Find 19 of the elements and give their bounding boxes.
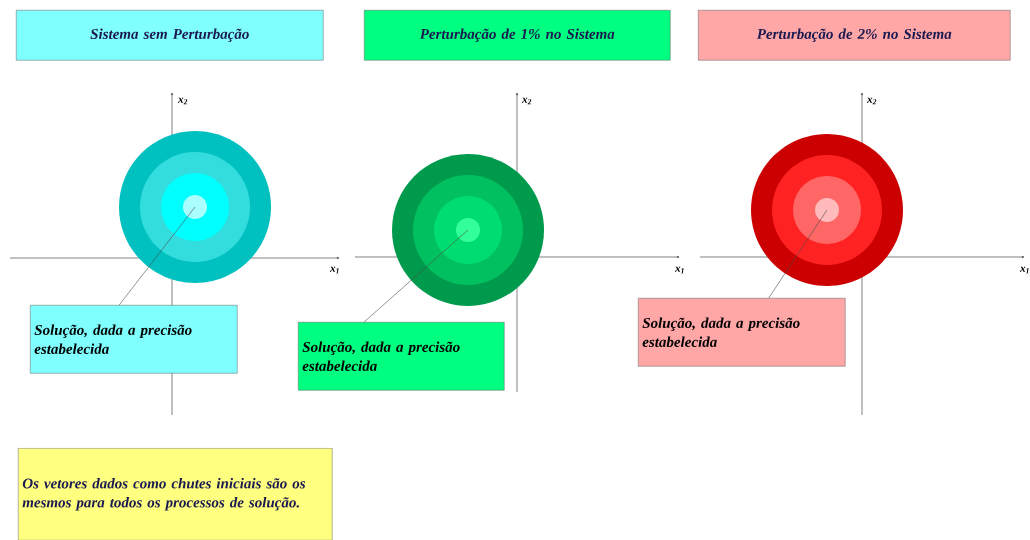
target-center (456, 218, 480, 242)
axis-label: x$_{1}$ (674, 266, 684, 274)
leader-line (118, 206, 196, 306)
target-center (815, 198, 839, 222)
solution-box: Solução, dada a precisão estabelecida (30, 305, 238, 374)
axis-label: x$_{2}$ (866, 97, 877, 105)
axis-label: x$_{2}$ (177, 97, 188, 105)
axis-label: x$_{1}$ (1019, 266, 1029, 274)
target-center (183, 195, 207, 219)
leader-line (363, 229, 469, 323)
title-box: Perturbação de 1% no Sistema (364, 10, 671, 61)
leader-line (768, 209, 828, 299)
axis-label: x$_{2}$ (521, 97, 532, 105)
note-box: Os vetores dados como chutes iniciais são os mesmos para todos os processos de solução. (18, 448, 333, 540)
title-box: Perturbação de 2% no Sistema (698, 10, 1011, 61)
solution-box: Solução, dada a precisão estabelecida (298, 322, 505, 391)
solution-box: Solução, dada a precisão estabelecida (638, 298, 846, 367)
axis-label: x$_{1}$ (329, 266, 339, 274)
title-box: Sistema sem Perturbação (16, 10, 324, 61)
